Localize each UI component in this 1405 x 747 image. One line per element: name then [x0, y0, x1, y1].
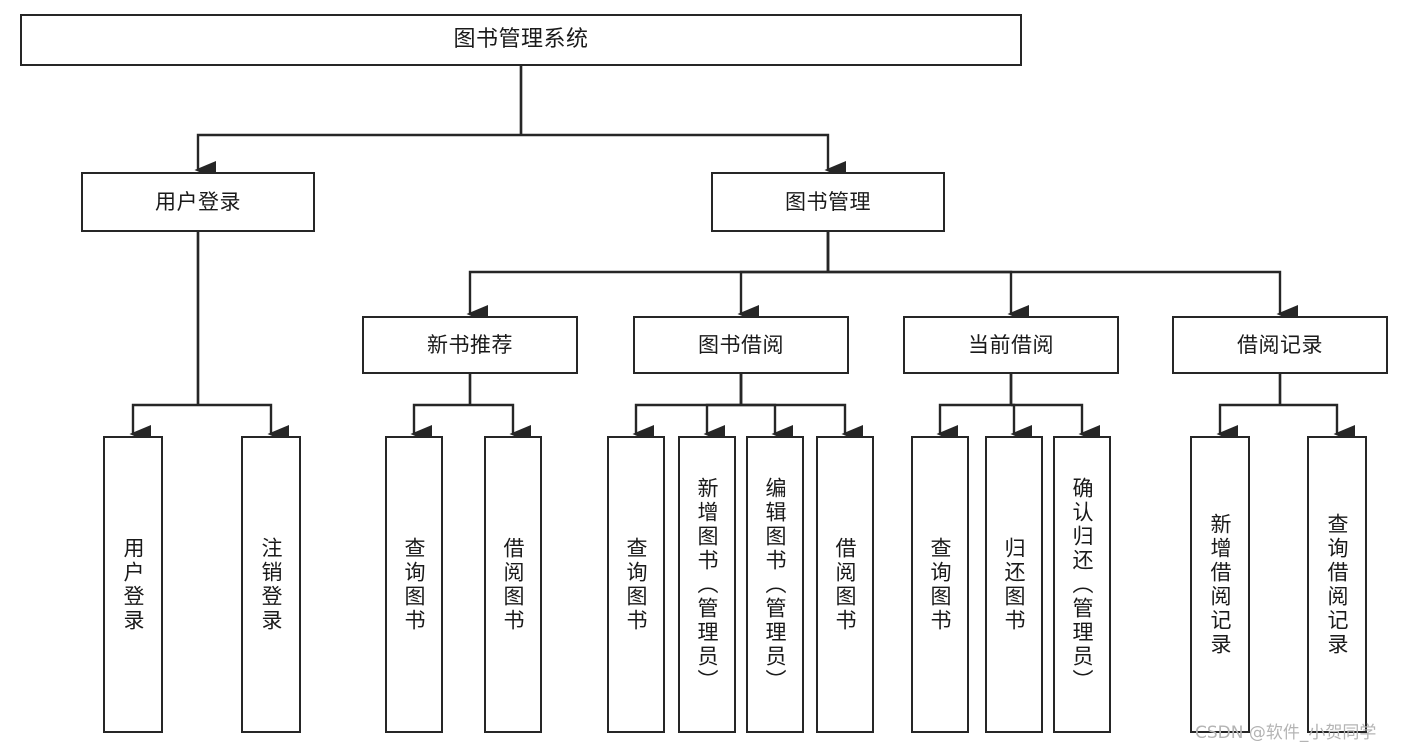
- node-leaf-confirm-return: 确认归还（管理员）: [1053, 436, 1111, 733]
- connector-current-borrow-to-leaf-confirm-return: [1011, 403, 1100, 443]
- connector-current-borrow-to-leaf-query-book-3: [936, 403, 1011, 443]
- node-leaf-add-record: 新增借阅记录: [1190, 436, 1250, 733]
- node-label: 查询图书: [928, 536, 953, 633]
- node-label: 查询借阅记录: [1325, 512, 1350, 657]
- node-leaf-return-book: 归还图书: [985, 436, 1043, 733]
- connector-borrow-record-to-leaf-add-record: [1216, 403, 1280, 443]
- node-root: 图书管理系统: [20, 14, 1022, 66]
- connector-book-borrow-to-leaf-edit-book: [741, 403, 793, 443]
- connector-book-manage-to-borrow-record: [828, 270, 1298, 323]
- connector-book-manage-to-current-borrow: [828, 270, 1029, 323]
- node-label: 借阅图书: [833, 536, 858, 633]
- node-label: 确认归还（管理员）: [1070, 476, 1095, 693]
- connector-new-book-rec-to-leaf-borrow-book-1: [470, 403, 531, 443]
- node-label: 归还图书: [1002, 536, 1027, 633]
- connector-book-manage-to-book-borrow: [737, 270, 828, 323]
- node-new-book-rec: 新书推荐: [362, 316, 578, 374]
- node-user-login: 用户登录: [81, 172, 315, 232]
- connector-root-to-user-login: [194, 133, 521, 179]
- node-label: 图书管理系统: [453, 27, 589, 53]
- node-leaf-query-record: 查询借阅记录: [1307, 436, 1367, 733]
- node-leaf-query-book-2: 查询图书: [607, 436, 665, 733]
- connector-book-borrow-to-leaf-borrow-book-2: [741, 403, 863, 443]
- node-label: 注销登录: [259, 536, 284, 633]
- node-leaf-edit-book: 编辑图书（管理员）: [746, 436, 804, 733]
- node-label: 借阅记录: [1237, 332, 1323, 357]
- node-label: 用户登录: [155, 189, 241, 214]
- connector-root-to-book-manage: [521, 133, 846, 179]
- node-leaf-query-book-1: 查询图书: [385, 436, 443, 733]
- connector-book-borrow-to-leaf-add-book: [703, 403, 741, 443]
- node-label: 当前借阅: [968, 332, 1054, 357]
- node-book-borrow: 图书借阅: [633, 316, 849, 374]
- node-leaf-add-book: 新增图书（管理员）: [678, 436, 736, 733]
- connector-new-book-rec-to-leaf-query-book-1: [410, 403, 470, 443]
- node-label: 查询图书: [402, 536, 427, 633]
- node-label: 借阅图书: [501, 536, 526, 633]
- node-label: 新书推荐: [427, 332, 513, 357]
- connector-book-borrow-to-leaf-query-book-2: [632, 403, 741, 443]
- connector-current-borrow-to-leaf-return-book: [1010, 403, 1032, 443]
- node-label: 编辑图书（管理员）: [763, 476, 788, 693]
- node-borrow-record: 借阅记录: [1172, 316, 1388, 374]
- connector-user-login-to-leaf-logout-login: [198, 403, 289, 443]
- node-leaf-borrow-book-2: 借阅图书: [816, 436, 874, 733]
- node-label: 新增借阅记录: [1208, 512, 1233, 657]
- node-current-borrow: 当前借阅: [903, 316, 1119, 374]
- node-label: 图书借阅: [698, 332, 784, 357]
- connector-borrow-record-to-leaf-query-record: [1280, 403, 1355, 443]
- node-label: 查询图书: [624, 536, 649, 633]
- node-leaf-borrow-book-1: 借阅图书: [484, 436, 542, 733]
- node-label: 用户登录: [121, 536, 146, 633]
- connector-book-manage-to-new-book-rec: [466, 270, 828, 323]
- node-leaf-logout-login: 注销登录: [241, 436, 301, 733]
- node-leaf-user-login: 用户登录: [103, 436, 163, 733]
- node-label: 新增图书（管理员）: [695, 476, 720, 693]
- csdn-watermark: CSDN @软件_小贺同学: [1195, 723, 1377, 743]
- node-book-manage: 图书管理: [711, 172, 945, 232]
- connector-user-login-to-leaf-user-login: [129, 403, 198, 443]
- node-label: 图书管理: [785, 189, 871, 214]
- node-leaf-query-book-3: 查询图书: [911, 436, 969, 733]
